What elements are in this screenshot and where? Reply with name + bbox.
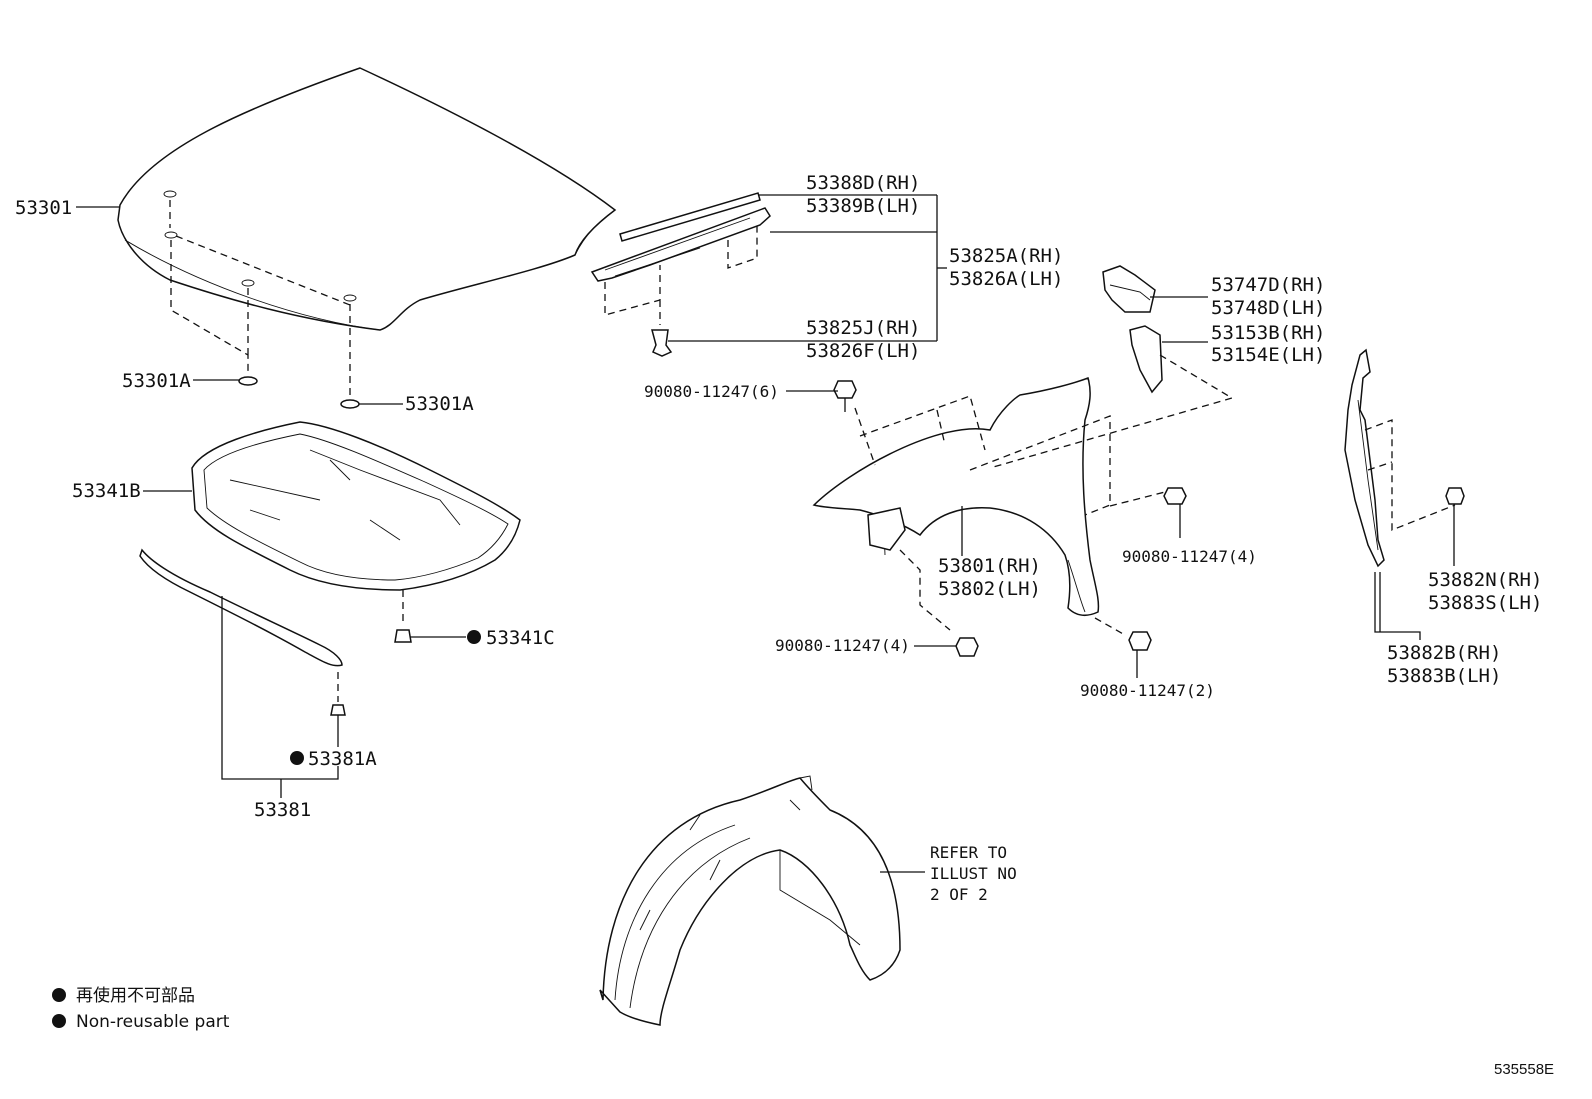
label-53802-lh: 53802(LH) (938, 578, 1041, 600)
fender-bracket-drawing (989, 265, 1234, 469)
label-53389b-lh: 53389B(LH) (806, 195, 920, 217)
wheel-liner-drawing (599, 775, 901, 1026)
legend-english: Non-reusable part (76, 1012, 230, 1032)
label-53153b-rh: 53153B(RH) (1211, 322, 1325, 344)
label-bolt-4-left: 90080-11247(4) (775, 636, 910, 655)
label-53747d-rh: 53747D(RH) (1211, 274, 1325, 296)
refer-note-line-2: ILLUST NO (930, 864, 1017, 883)
label-53801-rh: 53801(RH) (938, 555, 1041, 577)
hood-seal-drawing (139, 548, 346, 747)
label-53341c: 53341C (486, 627, 555, 649)
non-reusable-marker-53341c (467, 630, 481, 644)
legend: 再使用不可部品 Non-reusable part (52, 985, 230, 1032)
label-bolt-2: 90080-11247(2) (1080, 681, 1215, 700)
label-53388d-rh: 53388D(RH) (806, 172, 920, 194)
label-53883s-lh: 53883S(LH) (1428, 592, 1542, 614)
label-53301a-right: 53301A (405, 393, 474, 415)
label-53341b: 53341B (72, 480, 141, 502)
leader-lines (76, 194, 1455, 873)
refer-note-line-3: 2 OF 2 (930, 885, 988, 904)
refer-note-line-1: REFER TO (930, 843, 1007, 862)
label-53381: 53381 (254, 799, 311, 821)
label-53882b-rh: 53882B(RH) (1387, 642, 1501, 664)
label-bolt-4-right: 90080-11247(4) (1122, 547, 1257, 566)
non-reusable-marker-53381a (290, 751, 304, 765)
legend-japanese: 再使用不可部品 (76, 985, 195, 1006)
fastener-drawings (833, 380, 1465, 657)
cowl-seal-drawing (590, 192, 771, 357)
label-53301a-left: 53301A (122, 370, 191, 392)
label-bolt-6: 90080-11247(6) (644, 382, 779, 401)
label-53748d-lh: 53748D(LH) (1211, 297, 1325, 319)
label-53301: 53301 (15, 197, 72, 219)
fender-drawing (812, 377, 1166, 636)
label-53825a-rh: 53825A(RH) (949, 245, 1063, 267)
legend-marker-english (52, 1014, 66, 1028)
hood-insulator-drawing (191, 421, 521, 643)
legend-marker-japanese (52, 988, 66, 1002)
label-53826f-lh: 53826F(LH) (806, 340, 920, 362)
label-53826a-lh: 53826A(LH) (949, 268, 1063, 290)
label-53882n-rh: 53882N(RH) (1428, 569, 1542, 591)
label-53381a: 53381A (308, 748, 377, 770)
label-53825j-rh: 53825J(RH) (806, 317, 920, 339)
hood-drawing (117, 67, 617, 409)
label-53883b-lh: 53883B(LH) (1387, 665, 1501, 687)
illustration-code: 535558E (1494, 1061, 1554, 1078)
fender-liner-sub-drawing (1344, 348, 1456, 632)
label-53154e-lh: 53154E(LH) (1211, 344, 1325, 366)
